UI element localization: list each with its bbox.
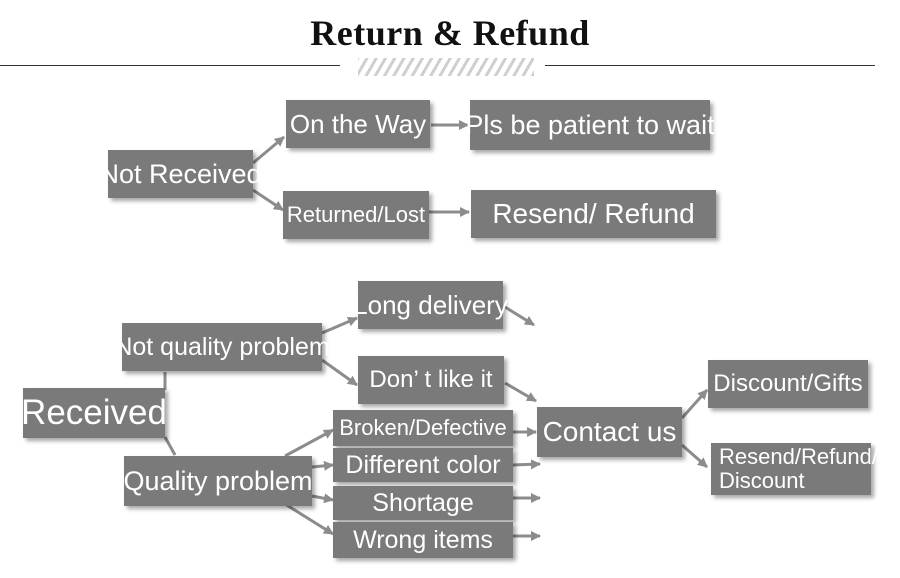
- node-not-received: Not Received: [99, 150, 262, 198]
- arrow-notreceived-ontheway: [252, 135, 285, 165]
- node-resend-refund-discount: Resend/Refund/ Discount: [711, 443, 878, 495]
- arrow-notquality-dontlike: [321, 358, 358, 387]
- arrow-notquality-longdelivery: [321, 316, 358, 335]
- node-wrong-items: Wrong items: [333, 522, 513, 558]
- node-received: Received: [21, 388, 167, 438]
- node-long-delivery: Long delivery: [353, 281, 508, 329]
- node-resend-refund: Resend/ Refund: [471, 190, 716, 238]
- node-discount-gifts: Discount/Gifts: [708, 360, 868, 408]
- discount-line: Discount: [719, 468, 805, 493]
- node-pls-be-patient: Pls be patient to wait: [465, 100, 715, 150]
- arrow-quality-shortage: [311, 493, 334, 504]
- node-quality-problem: Quality problem: [123, 456, 313, 506]
- title-stripe: [358, 58, 534, 76]
- arrow-quality-wrongitems: [284, 502, 334, 536]
- title-rule-right: [545, 65, 875, 66]
- node-on-the-way: On the Way: [286, 100, 430, 148]
- node-returned-lost: Returned/Lost: [283, 191, 429, 239]
- page-title: Return & Refund: [310, 13, 590, 53]
- arrow-diffcolor-out: [511, 459, 541, 470]
- node-dont-like-it: Don’ t like it: [358, 356, 504, 404]
- link-received-quality: [163, 436, 177, 456]
- arrow-quality-diffcolor: [311, 460, 334, 471]
- arrow-contact-resend: [681, 443, 708, 469]
- arrow-quality-broken: [284, 428, 334, 458]
- node-broken-defective: Broken/Defective: [333, 410, 513, 446]
- arrow-contact-discount: [680, 389, 709, 419]
- node-not-quality-problem: Not quality problem: [114, 323, 330, 371]
- resend-refund-line: Resend/Refund/: [719, 444, 878, 469]
- node-resend-refund-discount-text: Resend/Refund/ Discount: [719, 445, 878, 493]
- arrow-notreceived-returned: [252, 188, 284, 212]
- title-rule-left: [0, 65, 340, 66]
- node-different-color: Different color: [333, 448, 513, 482]
- node-contact-us: Contact us: [537, 407, 682, 457]
- arrow-longdelivery-out: [504, 305, 535, 327]
- arrow-dontlike-contact: [504, 381, 537, 403]
- node-shortage: Shortage: [333, 486, 513, 520]
